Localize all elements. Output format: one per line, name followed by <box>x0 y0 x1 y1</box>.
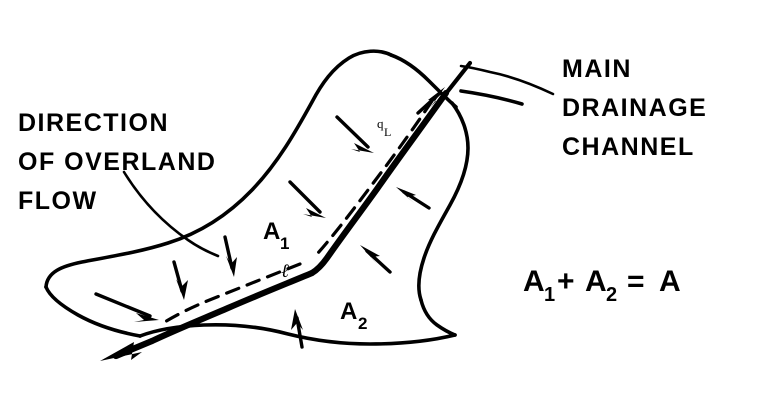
equation-term1-base: A <box>523 265 546 298</box>
lateral-inflow-label-base: q <box>377 116 385 131</box>
flow-arrow-a1-5 <box>94 292 159 322</box>
equation-term2-sub: 2 <box>606 284 619 306</box>
flow-arrow-a1-2 <box>288 180 326 218</box>
area-two-label-sub: 2 <box>358 314 369 333</box>
area-two-label: A 2 <box>340 298 369 333</box>
watershed-boundary-upper-left <box>44 49 393 289</box>
watershed-boundary-right-tail <box>459 89 524 106</box>
overland-flow-label-line3: FLOW <box>18 187 98 215</box>
overland-length-label: ℓ <box>281 261 290 282</box>
text-labels-group: DIRECTION OF OVERLAND FLOW MAIN DRAINAGE… <box>18 55 707 333</box>
area-one-label-base: A <box>263 218 282 245</box>
area-two-label-base: A <box>340 298 359 325</box>
main-channel-label-line2: DRAINAGE <box>562 94 707 122</box>
equation-operator: + <box>557 265 576 298</box>
flow-arrow-a2-3 <box>291 309 304 349</box>
area-equation: A 1 + A 2 = A <box>523 265 682 306</box>
watershed-boundary-right <box>417 101 470 302</box>
watershed-boundary-lower-right <box>419 298 457 337</box>
flow-arrow-a2-2 <box>360 245 392 274</box>
flow-arrow-a1-4 <box>172 260 188 300</box>
main-channel-label-line1: MAIN <box>562 55 632 83</box>
watershed-boundary-lower-left <box>44 285 142 338</box>
main-drainage-channel-group <box>100 60 473 361</box>
leader-main-channel <box>459 64 555 96</box>
channel-outlet-arrowhead <box>100 342 142 361</box>
lateral-inflow-label: q L <box>377 116 393 139</box>
channel-upper-reach <box>308 89 450 277</box>
area-one-label-sub: 1 <box>280 234 291 253</box>
overland-flow-arrows-a1 <box>94 115 374 322</box>
overland-flow-label-line1: DIRECTION <box>18 109 169 137</box>
channel-lower-reach <box>148 269 316 345</box>
overland-length-dashed-upper <box>316 99 434 255</box>
overland-flow-arrows-a2 <box>291 187 431 349</box>
leader-lines-group <box>122 64 555 258</box>
equation-equals: = <box>627 265 646 298</box>
flow-arrow-a2-1 <box>396 187 431 210</box>
equation-term2-base: A <box>585 265 608 298</box>
main-channel-label-line3: CHANNEL <box>562 133 695 161</box>
leader-overland-flow <box>122 170 220 258</box>
watershed-boundary-crest <box>389 53 458 109</box>
equation-term1-sub: 1 <box>544 284 557 306</box>
equation-result: A <box>659 265 682 298</box>
overland-length-arrowhead <box>428 87 445 108</box>
lateral-inflow-label-sub: L <box>384 125 393 139</box>
flow-arrow-a1-1 <box>335 115 374 153</box>
overland-length-dashed-group <box>158 87 445 327</box>
overland-flow-label-line2: OF OVERLAND <box>18 148 216 176</box>
overland-length-dashed-lower <box>158 262 302 327</box>
flow-arrow-a1-3 <box>223 235 237 277</box>
watershed-boundary-group <box>44 49 524 346</box>
area-one-label: A 1 <box>263 218 291 253</box>
